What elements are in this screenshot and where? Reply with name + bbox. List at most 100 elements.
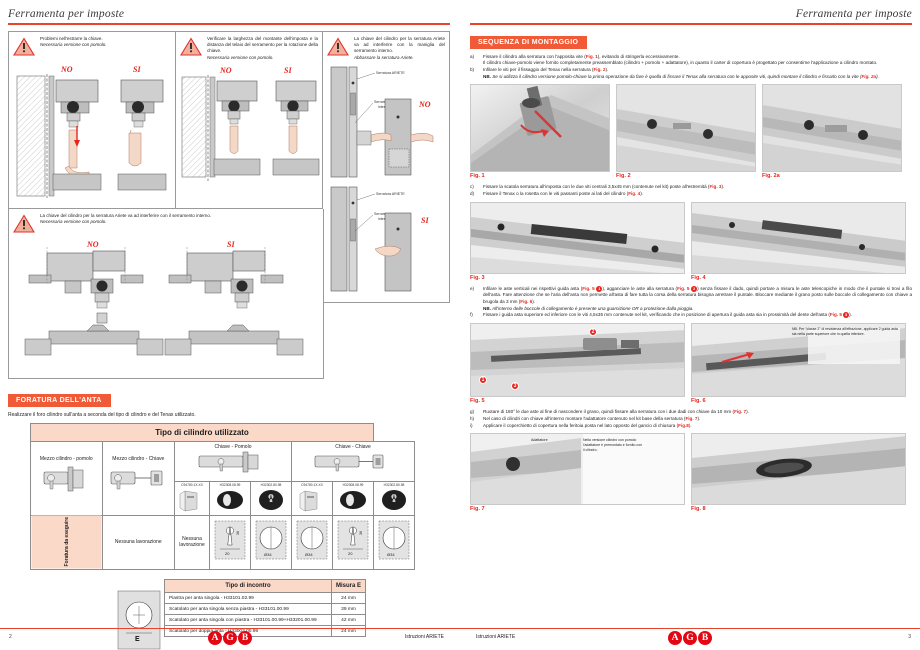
group-label: Chiave - Chiave xyxy=(335,443,371,450)
svg-text:SI: SI xyxy=(227,240,235,249)
svg-text:SI: SI xyxy=(284,66,292,75)
foratura-section: FORATURA DELL'ANTA Realizzare il foro ci… xyxy=(8,389,450,418)
cylinder-type-table: Tipo di cilindro utilizzato Mezzo cilind… xyxy=(30,422,415,571)
marker-1: 1 xyxy=(596,285,603,292)
hole-round-icon: Ø34 xyxy=(296,520,328,560)
hole-diagram-cell-1: Ø34 xyxy=(250,514,292,571)
code-cell: H32302.80.98 xyxy=(373,480,415,516)
svg-text:Ø34: Ø34 xyxy=(264,552,272,557)
hole-keyhole-icon: 20 36 xyxy=(337,520,369,560)
step-text: Fissare i guida asta superiore ed inferi… xyxy=(483,312,852,319)
step-text: NB. Se si utilizza il cilindro versione … xyxy=(483,73,879,79)
diagram-stile-width: NO SI xyxy=(176,63,322,196)
diagram-cylinder-key-interference: NO SI xyxy=(9,235,323,365)
figure-photo xyxy=(616,84,756,173)
code-cell: C94780.1X.XX xyxy=(174,480,210,516)
table-row: Scatolato per anta singola senza piastra… xyxy=(164,603,366,616)
step-f: f) Fissare i guida asta superiore ed inf… xyxy=(470,312,912,319)
step-h: h) Nel caso di cilindri con chiave all'i… xyxy=(470,416,912,423)
cylinder-group-0: Mezzo cilindro - pomolo xyxy=(30,440,103,516)
warning-line-1: Verificare la larghezza del montante del… xyxy=(207,35,318,54)
header-rule-left xyxy=(8,23,450,25)
warning-text: La chiave del cilindro per la serratura … xyxy=(40,213,211,233)
logo-letter-a: A xyxy=(208,631,222,645)
step-i: i) Applicare il coperchietto di copertur… xyxy=(470,423,912,430)
fig-ref: Fig. 7 xyxy=(734,409,747,415)
black-escutcheon-icon xyxy=(259,489,283,510)
svg-text:Ø34: Ø34 xyxy=(387,552,395,557)
svg-text:NO: NO xyxy=(219,66,232,75)
figure-3: Fig. 3 xyxy=(470,201,685,281)
nb-label: NB. xyxy=(483,305,491,311)
figure-5: 1 2 3 Fig. 5 xyxy=(470,323,685,404)
section-banner-sequenza: SEQUENZA DI MONTAGGIO xyxy=(470,35,588,49)
step-text: NB. All'interno delle boccole di collega… xyxy=(483,305,694,311)
step-marker: e) xyxy=(470,285,475,291)
steps-mid: c) Fissare la scatola serratura all'impo… xyxy=(470,184,912,197)
hole-round-icon: Ø34 xyxy=(378,520,410,560)
svg-text:Serramento: Serramento xyxy=(374,212,393,216)
cylinder-group-1: Mezzo cilindro - Chiave xyxy=(101,440,176,516)
warning-triangle-icon xyxy=(13,214,35,233)
figure-6: NB. Per "classe 2" di resistenza all'eff… xyxy=(691,323,906,404)
step-text: Infilare le viti per il fissaggio del Te… xyxy=(483,66,609,72)
figure-photo xyxy=(691,201,906,274)
fig-ref: Fig. 5 xyxy=(677,285,690,291)
warning-header: La chiave del cilindro per la serratura … xyxy=(323,32,449,64)
svg-text:20: 20 xyxy=(225,551,230,556)
table-row: Piastra per anta singola - H33101.02.99 … xyxy=(164,592,366,605)
figure-caption: Fig. 8 xyxy=(691,506,706,513)
warning-text: Problemi nell'estrarre la chiave. Necess… xyxy=(40,36,107,56)
result-none-0: Nessuna lavorazione xyxy=(101,514,176,571)
section-intro: Realizzare il foro cilindro sull'anta a … xyxy=(8,411,196,418)
table-row: Tipo di cilindro utilizzato xyxy=(30,422,415,442)
svg-text:Serramento: Serramento xyxy=(374,100,393,104)
step-nb-1: NB. Se si utilizza il cilindro versione … xyxy=(470,74,912,81)
page-header-right: Ferramenta per imposte xyxy=(795,8,912,20)
step-marker: a) xyxy=(470,53,475,59)
footer-note-right: Istruzioni ARIETE xyxy=(476,634,516,640)
step-b: b) Infilare le viti per il fissaggio del… xyxy=(470,67,912,74)
marker-3: 3 xyxy=(843,312,850,319)
figure-caption: Fig. 1 xyxy=(470,173,485,180)
panel-stile-width: Verificare la larghezza del montante del… xyxy=(176,30,323,209)
warning-text: Verificare la larghezza del montante del… xyxy=(207,36,318,62)
agb-logo: A G B xyxy=(208,631,252,645)
step-text: Infilare le aste verticali nei rispettiv… xyxy=(483,285,912,305)
step-g: g) Ruotare di 180° le due aste al fine d… xyxy=(470,409,912,416)
table-header-row: Tipo di incontro Misura E xyxy=(164,579,366,594)
overlay-marker-2: 2 xyxy=(589,328,597,337)
warning-line-1: La chiave del cilindro per la serratura … xyxy=(40,212,212,218)
panel-key-extraction: Problemi nell'estrarre la chiave. Necess… xyxy=(8,30,176,209)
product-code: C94780.1X.XX xyxy=(301,482,323,487)
table-row: C94780.1X.XX H32308.08.99 H32302.80 xyxy=(31,480,415,516)
figure-photo: NB. Per "classe 2" di resistenza all'eff… xyxy=(691,323,906,398)
code-cell: H32302.80.98 xyxy=(250,480,292,516)
fig7-callout: Adattatore xyxy=(531,438,548,443)
step-nb-2: NB. All'interno delle boccole di collega… xyxy=(470,306,912,313)
step-d: d) Fissare il Tenax o la rosetta con le … xyxy=(470,191,912,198)
incontro-type: Scatolato per anta singola senza piastra… xyxy=(164,603,332,616)
step-text: Fissare il cilindro alla serratura con l… xyxy=(483,53,878,66)
footer-note-left: Istruzioni ARIETE xyxy=(404,634,444,640)
step-text: Fissare il Tenax o la rosetta con le vit… xyxy=(483,190,644,196)
step-text: Fissare la scatola serratura all'imposta… xyxy=(483,184,725,190)
warning-text: La chiave del cilindro per la serratura … xyxy=(354,36,445,62)
figures-row-3: 1 2 3 Fig. 5 xyxy=(470,323,912,404)
fig-ref: Fig. 5 xyxy=(582,285,595,291)
black-escutcheon-icon xyxy=(382,489,406,510)
warning-triangle-icon xyxy=(327,37,349,56)
logo-letter-b: B xyxy=(698,631,712,645)
marker-2: 2 xyxy=(691,285,698,292)
hole-diagram-cell-4: Ø34 xyxy=(373,514,415,571)
black-knob-icon xyxy=(340,490,366,509)
fig-ref: Fig. 1 xyxy=(585,53,598,59)
hole-diagram-cell-2: Ø34 xyxy=(291,514,333,571)
page-right: Ferramenta per imposte SEQUENZA DI MONTA… xyxy=(460,0,920,650)
figure-caption: Fig. 3 xyxy=(470,274,485,281)
figure-caption: Fig. 4 xyxy=(691,274,706,281)
figure-photo: 1 2 3 xyxy=(470,323,685,398)
step-marker: h) xyxy=(470,415,475,421)
fig6-note: NB. Per "classe 2" di resistenza all'eff… xyxy=(792,327,898,336)
